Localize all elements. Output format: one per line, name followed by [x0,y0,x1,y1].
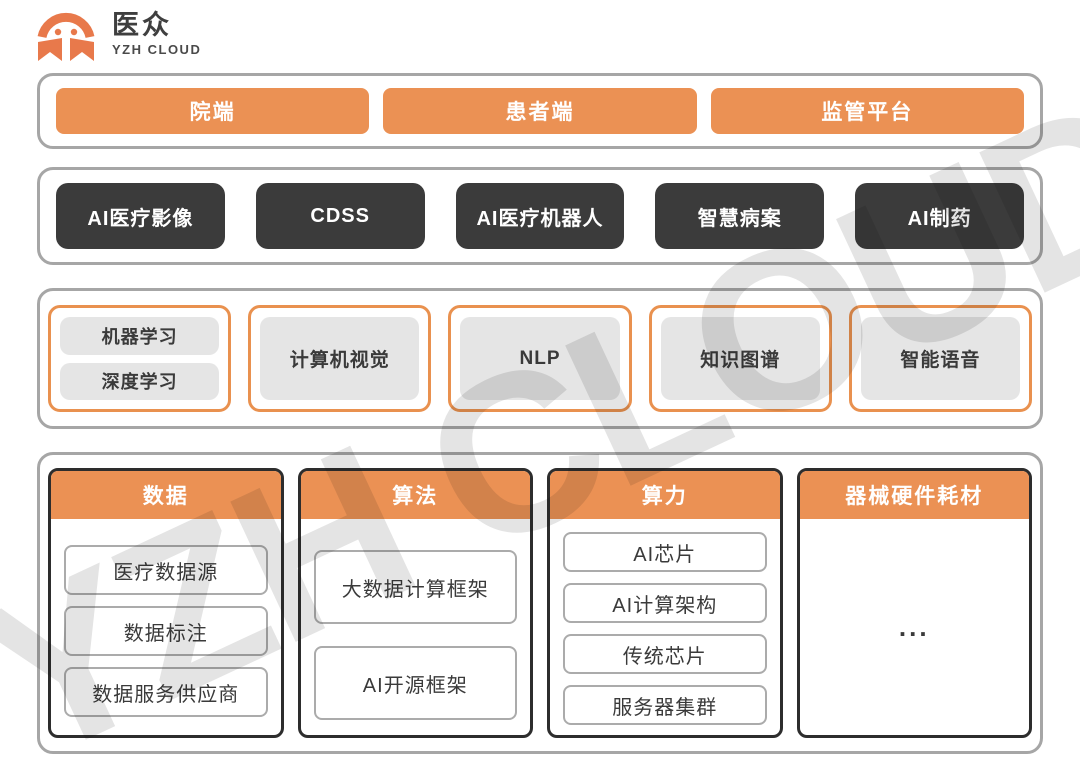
infra-item-data-service-provider: 数据服务供应商 [64,667,268,717]
app-item-regulator: 监管平台 [710,88,1024,134]
infrastructure-layer-band: 数据 医疗数据源 数据标注 数据服务供应商 算法 大数据计算框架 AI开源框架 … [37,452,1043,754]
infra-col-data-header: 数据 [51,471,281,519]
infra-col-data: 数据 医疗数据源 数据标注 数据服务供应商 [48,468,284,738]
app-item-patient: 患者端 [383,88,697,134]
product-item-ai-medical-imaging: AI医疗影像 [56,183,225,249]
product-layer-band: AI医疗影像 CDSS AI医疗机器人 智慧病案 AI制药 [37,167,1043,265]
infra-col-hardware-consumables-header: 器械硬件耗材 [799,471,1029,519]
yzh-logo: 医众 YZH CLOUD [33,6,201,62]
tech-item-nlp: NLP [460,317,620,400]
tech-group-knowledge-graph: 知识图谱 [648,305,832,412]
tech-item-computer-vision: 计算机视觉 [260,317,420,400]
infra-col-algorithm-header: 算法 [300,471,530,519]
infra-col-hardware-consumables: 器械硬件耗材 ... [796,468,1032,738]
infra-item-bigdata-computing-framework: 大数据计算框架 [313,550,517,624]
infra-col-computing-power-header: 算力 [550,471,780,519]
brand-name-cn: 医众 [112,10,172,41]
tech-item-knowledge-graph: 知识图谱 [660,317,820,400]
infra-col-computing-power: 算力 AI芯片 AI计算架构 传统芯片 服务器集群 [547,468,783,738]
technology-layer-band: 机器学习 深度学习 计算机视觉 NLP 知识图谱 智能语音 [37,288,1043,429]
infra-item-ai-opensource-framework: AI开源框架 [313,646,517,720]
brand-name-en: YZH CLOUD [112,41,202,57]
infra-item-ai-compute-arch: AI计算架构 [563,583,767,623]
product-item-cdss: CDSS [255,183,425,249]
tech-group-computer-vision: 计算机视觉 [248,305,432,412]
infra-item-traditional-chip: 传统芯片 [563,634,767,674]
product-item-ai-pharma: AI制药 [855,183,1024,249]
app-item-hospital: 院端 [56,88,370,134]
application-layer-band: 院端 患者端 监管平台 [37,73,1043,149]
product-item-ai-medical-robot: AI医疗机器人 [455,183,625,249]
tech-item-intelligent-speech: 智能语音 [860,317,1021,400]
infra-item-server-cluster: 服务器集群 [563,685,767,725]
ellipsis-label: ... [898,611,930,642]
infra-item-medical-data-source: 医疗数据源 [64,545,268,595]
tech-group-nlp: NLP [448,305,632,412]
tech-group-speech: 智能语音 [848,305,1033,412]
tech-group-learning: 机器学习 深度学习 [48,305,232,412]
infra-col-algorithm: 算法 大数据计算框架 AI开源框架 [297,468,533,738]
yzh-mascot-icon [37,13,95,61]
infra-item-data-annotation: 数据标注 [64,606,268,656]
product-item-smart-medical-record: 智慧病案 [655,183,825,249]
tech-item-machine-learning: 机器学习 [60,317,220,355]
tech-item-deep-learning: 深度学习 [60,362,220,400]
infra-item-ai-chip: AI芯片 [563,532,767,572]
